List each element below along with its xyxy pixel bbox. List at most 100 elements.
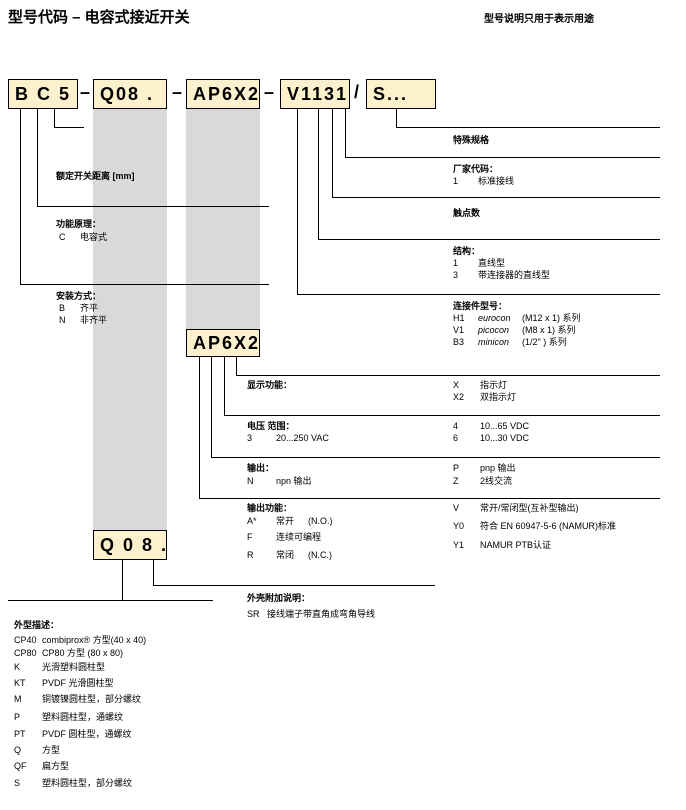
output-function-text: 常开 [276,516,295,526]
code-box-bc5: B C 5 [8,79,78,109]
display-code: X [453,380,460,390]
code-box-s: S... [366,79,436,109]
leader-line [211,457,660,458]
output-text: npn 输出 [276,476,312,486]
housing-text: 塑料圆柱型，部分螺纹 [42,778,133,788]
leader-line [37,206,269,207]
output-function-note: (N.C.) [308,550,332,560]
page-subtitle: 型号说明只用于表示用途 [484,14,594,25]
leader-line [199,357,200,498]
display-text: 双指示灯 [480,392,517,402]
leader-line [396,127,660,128]
structure-text: 直线型 [478,258,506,268]
housing-code: PT [14,729,26,739]
appearance-code: SR [247,609,260,619]
housing-text: PVDF 光滑圆柱型 [42,678,114,688]
housing-text: 铜镀镍圆柱型，部分螺纹 [42,694,142,704]
structure-code: 3 [453,270,459,280]
output-function-text: 连续可编程 [276,532,322,542]
connector-name: picocon [478,325,510,335]
leader-line [345,109,346,158]
principle-text: 电容式 [80,232,108,242]
connector-code: B3 [453,337,465,347]
housing-code: KT [14,678,26,688]
connector-name: minicon [478,337,510,347]
output-function-code: F [247,532,253,542]
leader-line [54,127,84,128]
structure-label: 结构： [453,246,481,256]
voltage-text: 10...30 VDC [480,433,530,443]
connector-code: H1 [453,313,465,323]
output-function-text: 常闭 [276,550,295,560]
housing-code: K [14,662,21,672]
housing-text: 光滑塑料圆柱型 [42,662,106,672]
leader-line [318,109,319,239]
display-code: X2 [453,392,465,402]
output-function-note: (N.O.) [308,516,333,526]
housing-code: CP40 [14,635,37,645]
leader-line [20,109,21,284]
output-code: N [247,476,254,486]
housing-text: 扁方型 [42,761,70,771]
leader-line [236,357,237,375]
housing-code: QF [14,761,27,771]
separator: / [354,82,360,102]
housing-code: S [14,778,21,788]
leader-line [332,197,660,198]
manufacturer-label: 厂家代码： [453,164,499,174]
voltage-code: 6 [453,433,459,443]
output-function-label: 输出功能： [247,503,293,513]
appearance-label: 外壳附加说明： [247,593,311,603]
manufacturer-code: 1 [453,176,459,186]
leader-line [345,157,660,158]
leader-line [199,498,660,499]
special-label: 特殊规格 [453,135,490,145]
principle-code: C [59,232,66,242]
manufacturer-text: 标准接线 [478,176,515,186]
connector-name: eurocon [478,313,511,323]
leader-line [224,357,225,415]
mounting-text: 非齐平 [80,315,108,325]
leader-line [297,109,298,294]
structure-code: 1 [453,258,459,268]
output-function-code: V [453,503,460,513]
housing-text: 塑料圆柱型，通螺纹 [42,712,124,722]
structure-text: 带连接器的直线型 [478,270,551,280]
leader-line [224,415,660,416]
output-function-text: NAMUR PTB认证 [480,540,552,550]
mounting-code: N [59,315,66,325]
shade-q-column [93,109,167,530]
output-function-code: Y0 [453,521,465,531]
leader-line [122,560,123,601]
housing-label: 外型描述： [14,620,60,630]
distance-label: 额定开关距离 [mm] [56,171,135,181]
leader-line [396,109,397,128]
connector-spec: (1/2" ) 系列 [522,337,567,347]
leader-line [332,109,333,198]
housing-text: combiprox® 方型(40 x 40) [42,635,147,645]
output-text: pnp 输出 [480,463,516,473]
code-box-q08: Q08 . [93,79,167,109]
mounting-code: B [59,303,66,313]
voltage-code: 4 [453,421,459,431]
voltage-code: 3 [247,433,253,443]
principle-label: 功能原理： [56,219,102,229]
leader-line [236,375,660,376]
repeat-box-q08: Q 0 8 . [93,530,167,560]
appearance-text: 接线端子带直角成弯角导线 [267,609,376,619]
connector-spec: (M8 x 1) 系列 [522,325,576,335]
display-label: 显示功能： [247,380,293,390]
connector-spec: (M12 x 1) 系列 [522,313,581,323]
housing-text: CP80 方型 (80 x 80) [42,648,124,658]
output-code: Z [453,476,459,486]
code-box-ap6x2: AP6X2 [186,79,260,109]
separator: – [264,82,275,102]
leader-line [54,109,55,127]
code-box-v1131: V1131 [280,79,350,109]
leader-line [153,585,435,586]
housing-code: Q [14,745,22,755]
shade-ap-column [186,109,260,329]
housing-code: M [14,694,22,704]
housing-text: 方型 [42,745,61,755]
connector-label: 连接件型号： [453,301,508,311]
